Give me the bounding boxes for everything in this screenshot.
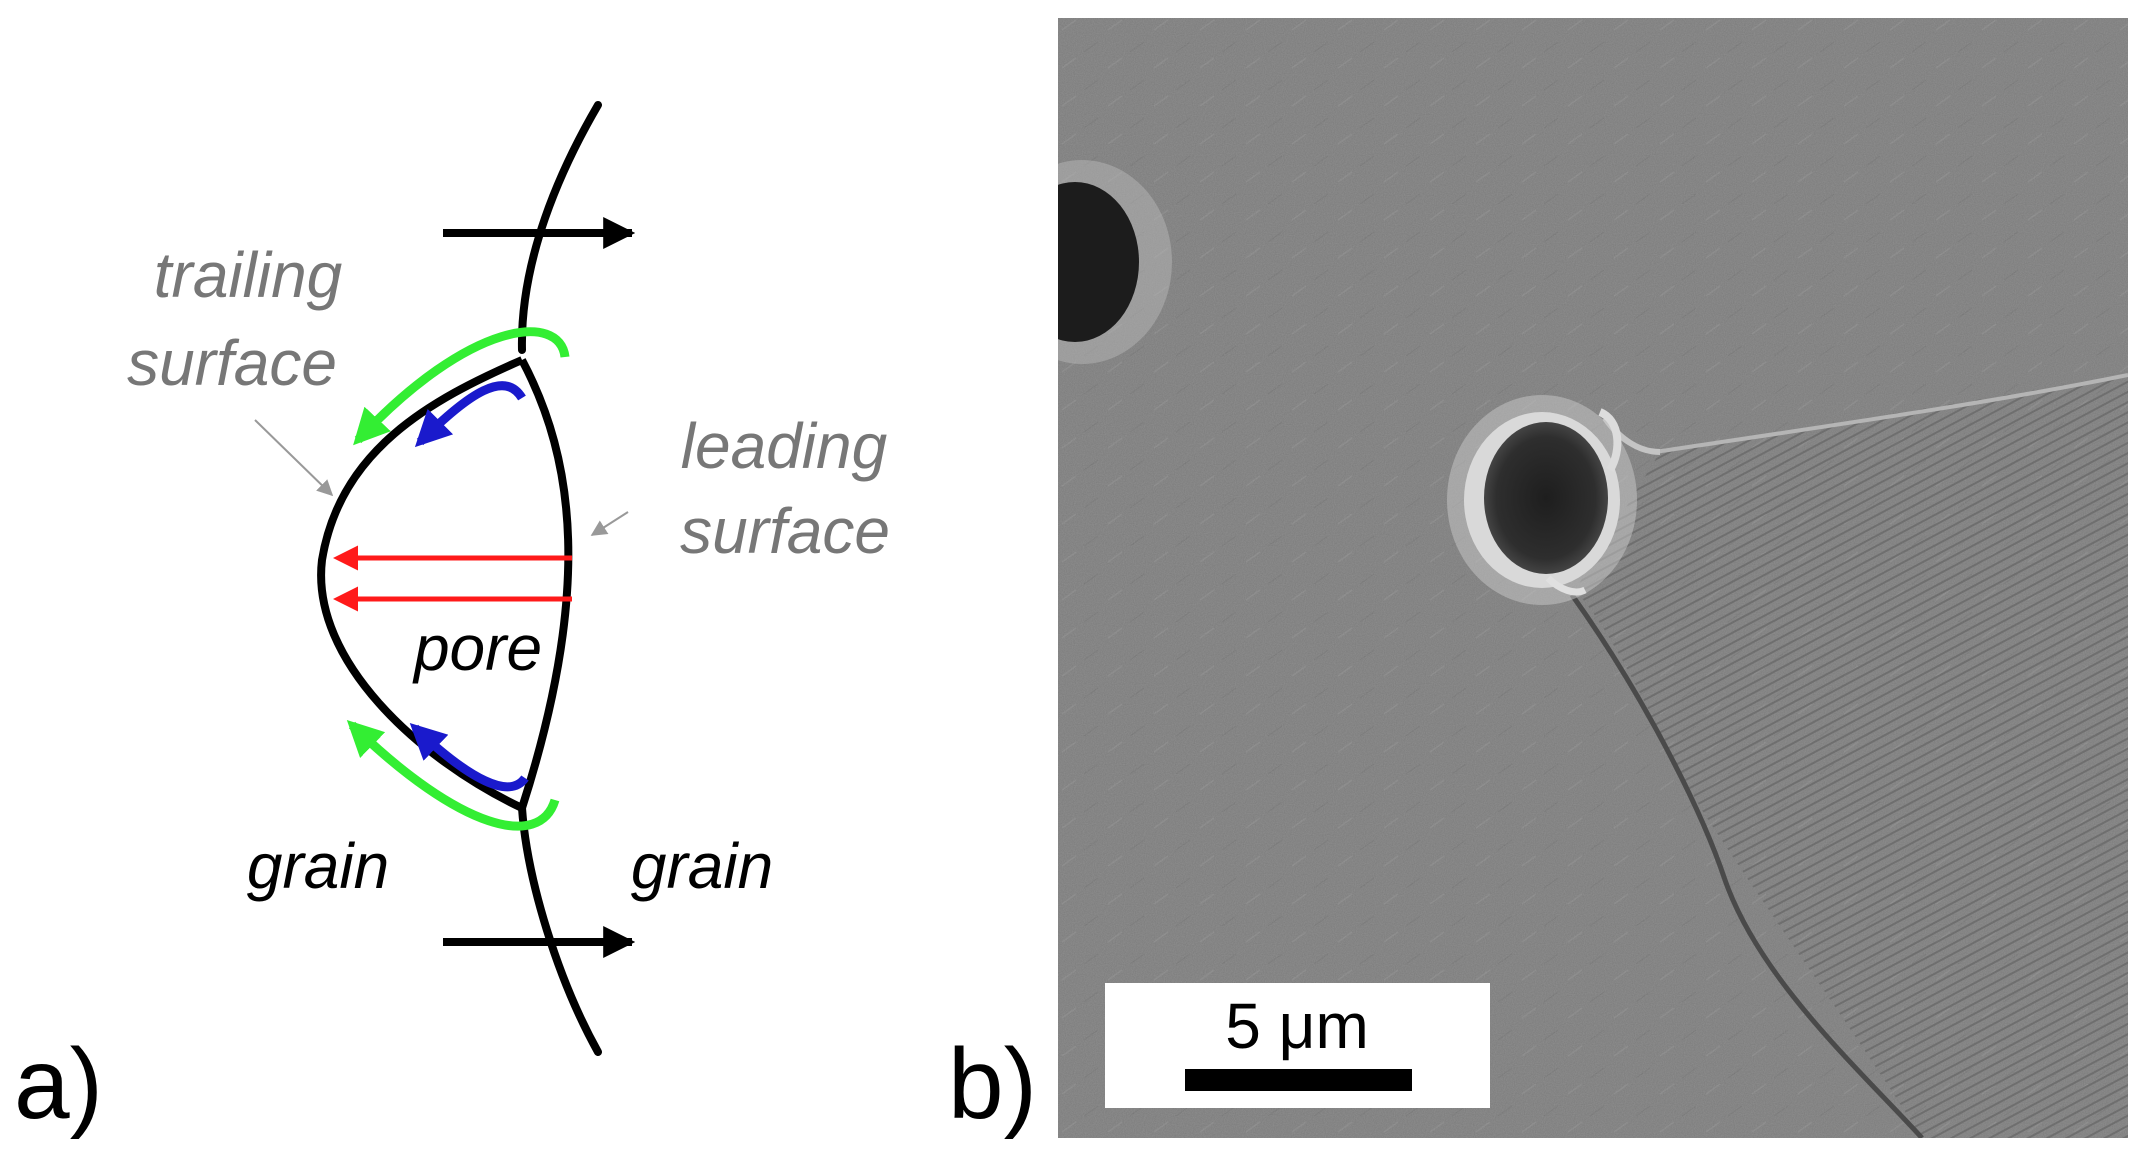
sem-central-pore [1447, 395, 1637, 605]
grain-boundary-upper [517, 101, 602, 354]
scale-bar [1185, 1069, 1412, 1091]
leading-surface-label-line1: leading [681, 410, 888, 482]
panel-a-label: a) [14, 1028, 103, 1140]
sem-grain-boundary-lower [1569, 593, 1924, 1138]
trailing-surface-pointer [254, 419, 334, 497]
green-flow-arrow-bottom [346, 719, 560, 831]
trailing-surface-label-line1: trailing [154, 239, 343, 311]
grain-right-label: grain [631, 830, 773, 902]
sem-grain-boundary-right [1654, 373, 2128, 454]
panel-b-label: b) [948, 1028, 1037, 1140]
panel-b-micrograph: 5 μm b) [948, 18, 2128, 1140]
green-flow-arrow-top [353, 327, 570, 446]
blue-flow-arrow-bottom [409, 723, 529, 792]
grain-left-label: grain [247, 830, 389, 902]
pore-trailing-surface [317, 356, 524, 812]
panel-a-diagram: trailing surface leading surface pore gr… [14, 101, 890, 1140]
scale-bar-label: 5 μm [1225, 990, 1369, 1062]
blue-flow-arrow-top [414, 381, 526, 448]
sem-textured-grain [1575, 375, 2128, 1138]
sem-edge-pore [1058, 160, 1172, 364]
trailing-surface-label-line2: surface [127, 327, 337, 399]
pore-leading-surface [518, 358, 573, 810]
grain-boundary-lower [518, 804, 602, 1056]
leading-surface-label-line2: surface [680, 495, 890, 567]
pore-label: pore [412, 612, 542, 684]
leading-surface-pointer [590, 511, 629, 536]
